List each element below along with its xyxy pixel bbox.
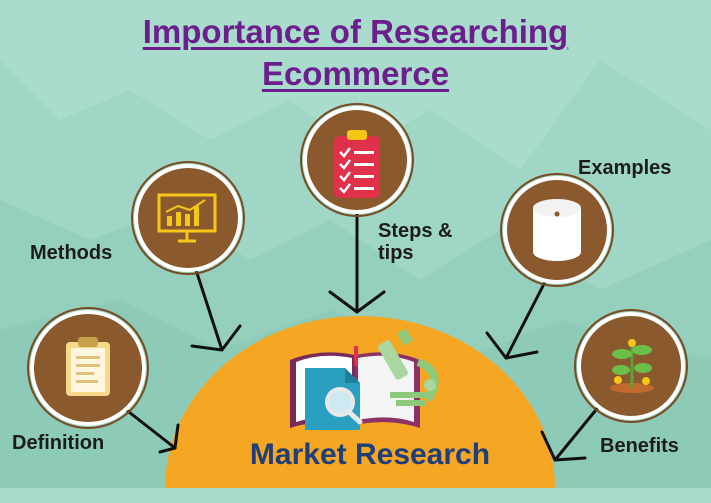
node-examples [500,173,614,287]
arrow-methods [190,268,242,352]
microscope-icon [378,328,439,406]
research-illustration [290,328,439,430]
label-definition: Definition [12,432,105,454]
arrow-steps [328,210,386,314]
magnifier-icon [325,387,363,425]
center-label: Market Research [249,438,491,471]
checklist-icon [334,130,380,198]
page-title: Importance of Researching [0,12,711,52]
money-plant-icon [610,339,654,393]
page-title-line-2: Ecommerce [0,54,711,94]
node-steps [300,103,414,217]
arrow-examples [485,280,547,360]
node-benefits [574,309,688,423]
ground-strip [0,488,711,503]
chart-board-icon [157,193,217,243]
label-methods: Methods [30,242,113,264]
clipboard-notes-icon [66,337,110,396]
title-line-1: Importance of Researching [142,13,569,50]
label-steps: Steps & tips [378,220,453,264]
label-benefits: Benefits [600,435,679,457]
label-examples: Examples [578,157,672,179]
paper-roll-icon [533,199,581,261]
node-methods [131,161,245,275]
title-line-2: Ecommerce [261,55,450,92]
node-definition [27,307,149,429]
arrow-benefits [540,403,602,462]
